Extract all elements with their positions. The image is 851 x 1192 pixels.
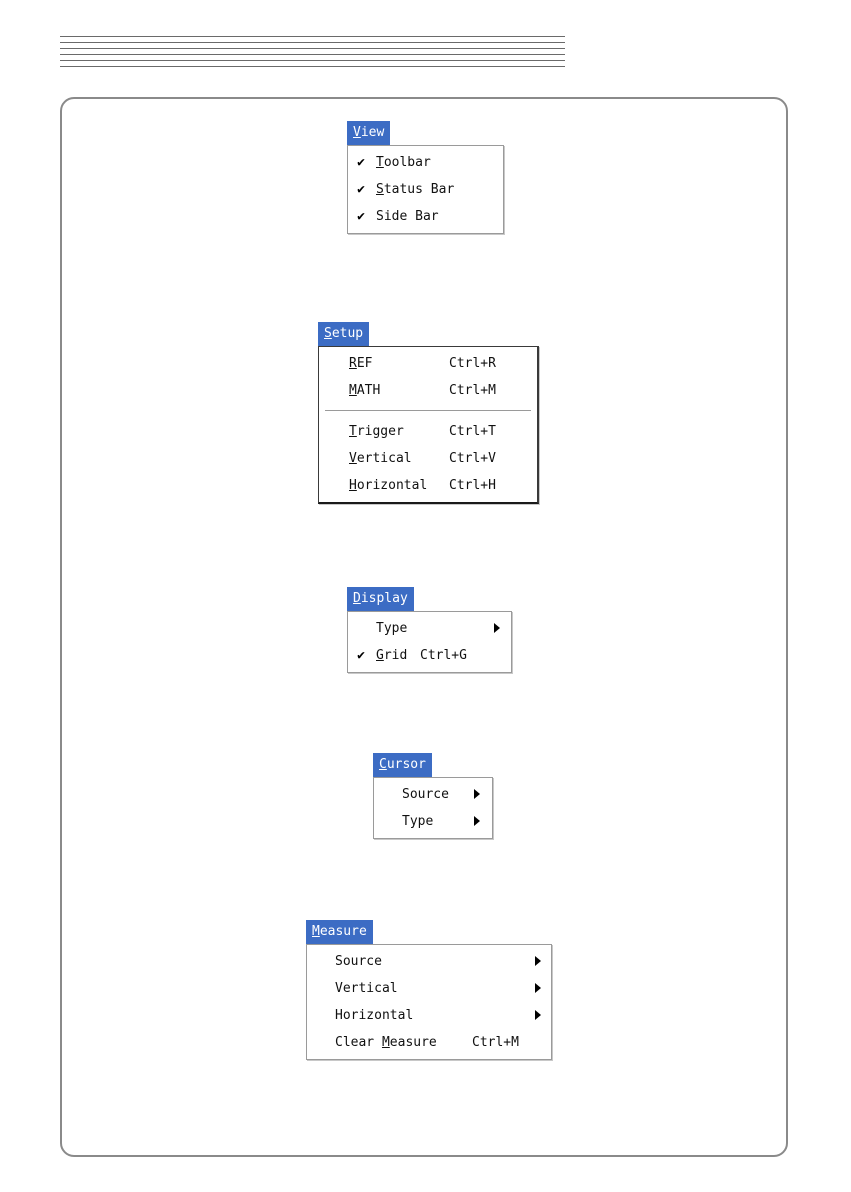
header-rule [60, 60, 565, 61]
menu-item-shortcut: Ctrl+V [449, 451, 496, 466]
check-icon: ✔ [357, 182, 365, 197]
menu-item-side-bar[interactable]: ✔ Side Bar [348, 203, 503, 230]
menu-item-math[interactable]: MATH Ctrl+M [319, 377, 537, 404]
menu-item-source[interactable]: Source [307, 948, 551, 975]
menu-item-grid[interactable]: ✔ Grid Ctrl+G [348, 642, 511, 669]
menu-item-label: Horizontal [349, 478, 428, 493]
menu-item-shortcut: Ctrl+H [449, 478, 496, 493]
view-menu-title[interactable]: View [347, 121, 391, 145]
menu-item-shortcut: Ctrl+M [449, 383, 496, 398]
menu-item-shortcut: Ctrl+M [472, 1035, 519, 1050]
content-frame [60, 97, 788, 1157]
header-rule [60, 42, 565, 43]
menu-item-horizontal[interactable]: Horizontal Ctrl+H [319, 472, 537, 499]
view-menu: View ✔ Toolbar ✔ Status Bar ✔ Side Bar [347, 121, 504, 234]
menu-item-label: Status Bar [376, 182, 455, 197]
check-icon: ✔ [357, 209, 365, 224]
cursor-menu-title[interactable]: Cursor [373, 753, 432, 777]
menu-item-label: Vertical [335, 981, 398, 996]
menu-item-label: Horizontal [335, 1008, 414, 1023]
menu-item-shortcut: Ctrl+G [420, 648, 467, 663]
submenu-arrow-icon [494, 623, 500, 633]
setup-menu: Setup REF Ctrl+R MATH Ctrl+M Trigger Ctr… [318, 322, 539, 504]
display-menu: Display Type ✔ Grid Ctrl+G [347, 587, 512, 673]
display-menu-title[interactable]: Display [347, 587, 414, 611]
check-icon: ✔ [357, 155, 365, 170]
menu-item-trigger[interactable]: Trigger Ctrl+T [319, 418, 537, 445]
menu-item-type[interactable]: Type [374, 808, 492, 835]
menu-item-label: Toolbar [376, 155, 431, 170]
menu-item-source[interactable]: Source [374, 781, 492, 808]
submenu-arrow-icon [474, 816, 480, 826]
display-menu-body: Type ✔ Grid Ctrl+G [347, 611, 512, 673]
view-menu-body: ✔ Toolbar ✔ Status Bar ✔ Side Bar [347, 145, 504, 234]
submenu-arrow-icon [535, 983, 541, 993]
header-rule [60, 36, 565, 37]
menu-item-label: Type [376, 621, 408, 636]
menu-item-label: MATH [349, 383, 381, 398]
menu-item-label: Vertical [349, 451, 412, 466]
menu-item-ref[interactable]: REF Ctrl+R [319, 350, 537, 377]
menu-item-clear-measure[interactable]: Clear Measure Ctrl+M [307, 1029, 551, 1056]
submenu-arrow-icon [535, 1010, 541, 1020]
menu-item-shortcut: Ctrl+R [449, 356, 496, 371]
menu-item-label: Clear Measure [335, 1035, 437, 1050]
header-rule [60, 48, 565, 49]
menu-item-label: Type [402, 814, 434, 829]
menu-item-label: Grid [376, 648, 408, 663]
menu-item-label: REF [349, 356, 373, 371]
setup-menu-title[interactable]: Setup [318, 322, 370, 346]
submenu-arrow-icon [535, 956, 541, 966]
check-icon: ✔ [357, 648, 365, 663]
menu-item-vertical[interactable]: Vertical Ctrl+V [319, 445, 537, 472]
measure-menu-title[interactable]: Measure [306, 920, 373, 944]
submenu-arrow-icon [474, 789, 480, 799]
header-rule [60, 54, 565, 55]
menu-item-label: Side Bar [376, 209, 439, 224]
menu-item-label: Trigger [349, 424, 404, 439]
menu-item-horizontal[interactable]: Horizontal [307, 1002, 551, 1029]
cursor-menu-body: Source Type [373, 777, 493, 839]
menu-item-status-bar[interactable]: ✔ Status Bar [348, 176, 503, 203]
menu-item-toolbar[interactable]: ✔ Toolbar [348, 149, 503, 176]
menu-separator [325, 410, 531, 412]
measure-menu-body: Source Vertical Horizontal Clear Measure… [306, 944, 552, 1060]
menu-item-type[interactable]: Type [348, 615, 511, 642]
cursor-menu: Cursor Source Type [373, 753, 493, 839]
measure-menu: Measure Source Vertical Horizontal Clear… [306, 920, 552, 1060]
setup-menu-body: REF Ctrl+R MATH Ctrl+M Trigger Ctrl+T Ve… [318, 346, 539, 504]
header-rule [60, 66, 565, 67]
menu-item-label: Source [402, 787, 449, 802]
menu-item-label: Source [335, 954, 382, 969]
menu-item-vertical[interactable]: Vertical [307, 975, 551, 1002]
menu-item-shortcut: Ctrl+T [449, 424, 496, 439]
